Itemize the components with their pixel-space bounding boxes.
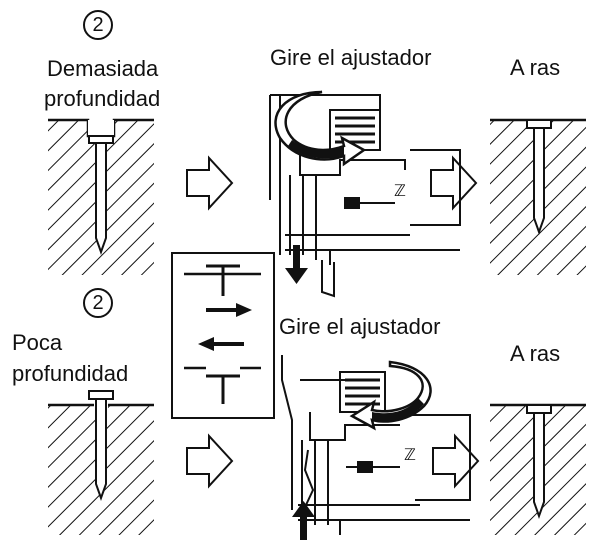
rotate-arrow-icon [288, 140, 344, 159]
action-label-top: Gire el ajustador [270, 45, 432, 70]
arrow-right-icon [236, 303, 252, 317]
arrow-up-icon [292, 501, 315, 540]
svg-text:ℤ: ℤ [394, 183, 406, 200]
direction-legend [171, 252, 275, 419]
condition-too-deep-line2: profundidad [44, 86, 161, 111]
nail-flush-top [526, 119, 552, 235]
result-label-top: A ras [510, 55, 561, 80]
nail-flush-bottom [526, 404, 552, 519]
condition-too-shallow-line2: profundidad [12, 361, 129, 386]
result-label-bottom: A ras [510, 341, 561, 366]
arrow-left-icon [198, 337, 214, 351]
nailer-tool-bottom: ℤ [281, 355, 471, 535]
svg-text:ℤ: ℤ [404, 447, 416, 464]
flow-arrow-icon [186, 433, 234, 489]
flow-arrow-icon [186, 155, 234, 211]
nail-sunk-deep [88, 135, 114, 255]
flow-arrow-icon [430, 155, 478, 211]
condition-too-deep-line1: Demasiada [47, 56, 159, 81]
step-marker-top: 2 [83, 10, 113, 40]
step-marker-bottom: 2 [83, 288, 113, 318]
condition-too-shallow-line1: Poca [12, 330, 63, 355]
flow-arrow-icon [432, 433, 480, 489]
nail-protruding [88, 390, 114, 501]
action-label-bottom: Gire el ajustador [279, 314, 441, 339]
nailer-tool-top: ℤ [269, 94, 461, 298]
arrow-down-icon [285, 245, 308, 284]
rotate-arrow-icon [372, 398, 424, 422]
